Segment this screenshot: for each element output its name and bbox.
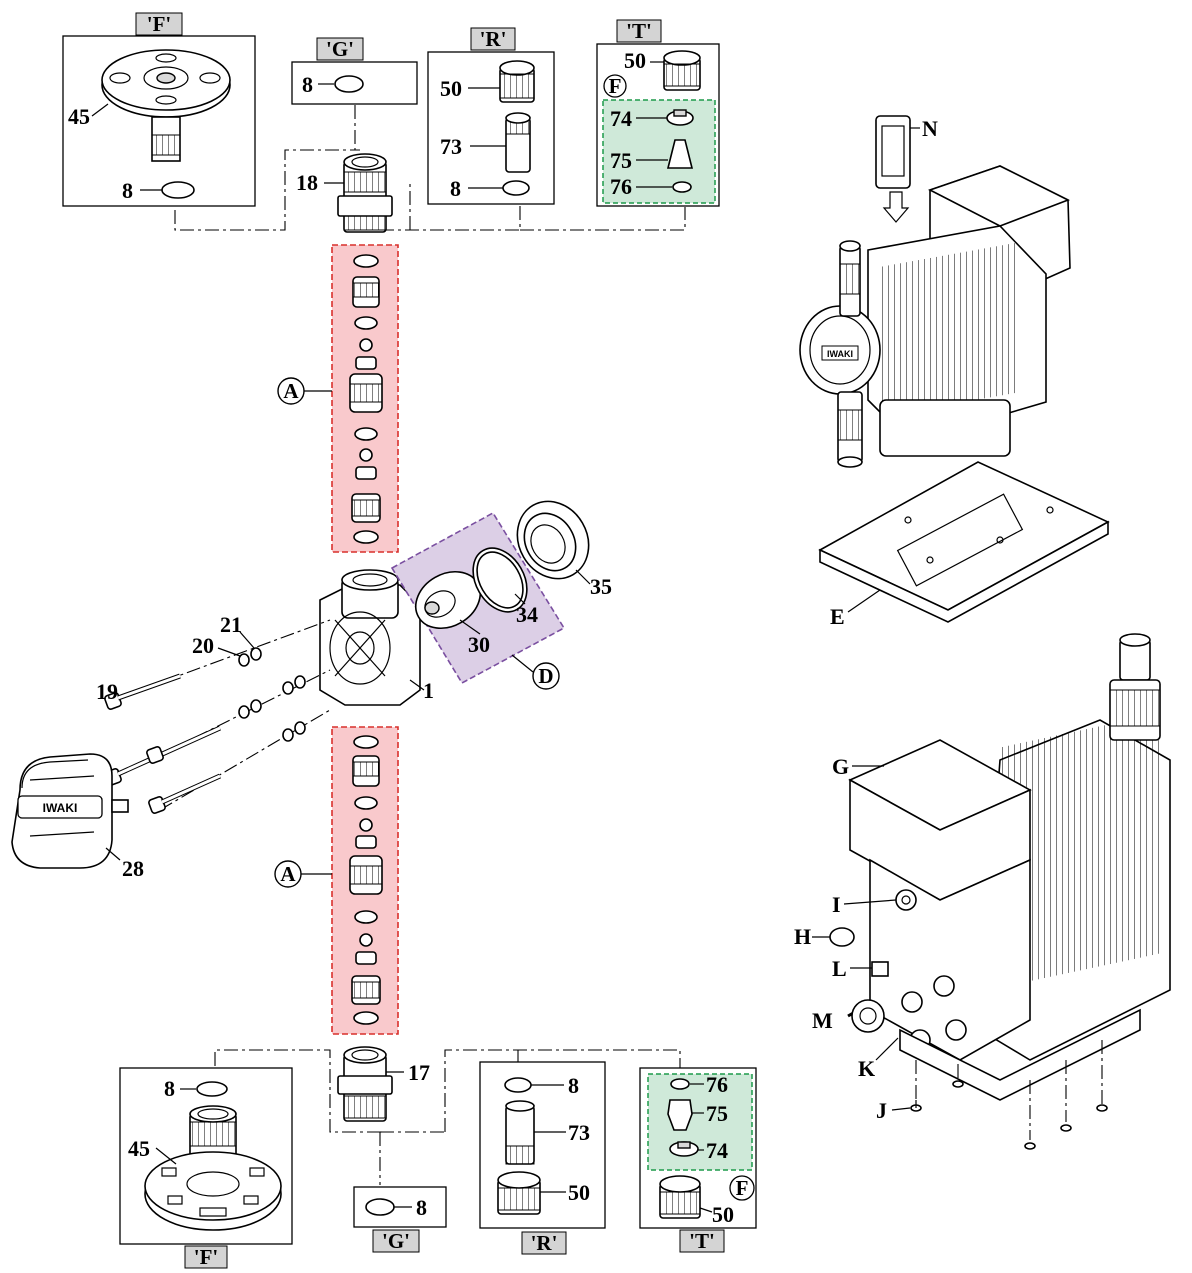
label-74-top: 74 bbox=[610, 106, 632, 131]
label-17: 17 bbox=[408, 1060, 430, 1085]
label-19: 19 bbox=[96, 679, 118, 704]
label-g: G bbox=[832, 754, 849, 779]
label-35: 35 bbox=[590, 574, 612, 599]
label-45-bottom: 45 bbox=[128, 1136, 150, 1161]
base-plate-e: E bbox=[818, 461, 1110, 629]
tube-connection-highlight-top bbox=[602, 99, 716, 204]
label-j: J bbox=[876, 1098, 887, 1123]
label-75-top: 75 bbox=[610, 148, 632, 173]
label-20: 20 bbox=[192, 633, 214, 658]
label-i: I bbox=[832, 892, 841, 917]
label-m: M bbox=[812, 1008, 833, 1033]
label-30: 30 bbox=[468, 632, 490, 657]
top-tube-box: 'T' 50 F 74 75 76 bbox=[596, 19, 720, 207]
label-50-bottom-t: 50 bbox=[712, 1202, 734, 1227]
part-17-connector: 17 bbox=[337, 1046, 430, 1122]
bottom-foot-valve-box: 'F' 8 45 bbox=[119, 1067, 293, 1269]
part-18-connector: 18 bbox=[296, 153, 393, 233]
label-8-bottom-g: 8 bbox=[416, 1195, 427, 1220]
bolts-and-washers: 19 20 21 bbox=[96, 612, 331, 814]
label-73-top: 73 bbox=[440, 134, 462, 159]
label-21: 21 bbox=[220, 612, 242, 637]
tag-g-top: 'G' bbox=[326, 37, 354, 61]
label-45-top: 45 bbox=[68, 104, 90, 129]
label-n: N bbox=[922, 116, 938, 141]
top-foot-valve-box: 'F' 45 8 bbox=[62, 12, 256, 207]
label-l: L bbox=[832, 956, 847, 981]
label-75-bottom: 75 bbox=[706, 1101, 728, 1126]
label-50-bottom-r: 50 bbox=[568, 1180, 590, 1205]
label-h: H bbox=[794, 924, 811, 949]
tag-r-top: 'R' bbox=[480, 27, 507, 51]
tag-f-bottom: 'F' bbox=[194, 1245, 219, 1269]
tag-r-bottom: 'R' bbox=[531, 1231, 558, 1255]
label-74-bottom: 74 bbox=[706, 1138, 728, 1163]
label-76-top: 76 bbox=[610, 174, 632, 199]
bottom-gasket-box: 'G' 8 bbox=[353, 1186, 447, 1253]
diaphragm-parts: 30 34 bbox=[415, 547, 538, 657]
label-18: 18 bbox=[296, 170, 318, 195]
circle-d: D bbox=[538, 664, 553, 688]
label-k: K bbox=[858, 1056, 875, 1081]
label-28: 28 bbox=[122, 856, 144, 881]
upper-pump-brand: IWAKI bbox=[827, 349, 853, 359]
circle-f-bottom: F bbox=[736, 1176, 749, 1200]
tube-connection-highlight-bottom bbox=[647, 1073, 753, 1171]
pump-head-part-1: 1 bbox=[319, 569, 434, 706]
part-35-retaining-ring: 35 bbox=[516, 500, 612, 599]
label-8-top-r: 8 bbox=[450, 176, 461, 201]
label-50-top-t: 50 bbox=[624, 48, 646, 73]
label-73-bottom: 73 bbox=[568, 1120, 590, 1145]
label-e: E bbox=[830, 604, 845, 629]
label-8-top-g: 8 bbox=[302, 72, 313, 97]
tag-g-bottom: 'G' bbox=[382, 1229, 410, 1253]
tag-f-top: 'F' bbox=[147, 12, 172, 36]
upper-valve-parts bbox=[349, 254, 383, 544]
label-8-bottom-f: 8 bbox=[164, 1076, 175, 1101]
cover-brand-logo: IWAKI bbox=[43, 801, 78, 815]
label-76-bottom: 76 bbox=[706, 1072, 728, 1097]
tag-t-bottom: 'T' bbox=[689, 1229, 715, 1253]
pump-assembly-lower: G I H L M K bbox=[794, 633, 1171, 1150]
bottom-reducer-box: 'R' 8 73 50 bbox=[479, 1061, 606, 1255]
top-gasket-box: 'G' 8 bbox=[291, 37, 418, 105]
part-28-cover: IWAKI 28 bbox=[11, 753, 144, 881]
circle-a-upper: A bbox=[283, 379, 299, 403]
lower-valve-parts bbox=[349, 735, 383, 1025]
label-34: 34 bbox=[516, 602, 538, 627]
label-8-bottom-r: 8 bbox=[568, 1073, 579, 1098]
pump-assembly-upper: N IWAKI bbox=[799, 115, 1071, 468]
tag-t-top: 'T' bbox=[626, 19, 652, 43]
top-reducer-box: 'R' 50 73 8 bbox=[427, 27, 555, 205]
bottom-tube-box: 'T' 76 75 74 F 50 bbox=[639, 1067, 757, 1253]
label-1: 1 bbox=[423, 678, 434, 703]
label-50-top-r: 50 bbox=[440, 76, 462, 101]
label-8-top-f: 8 bbox=[122, 178, 133, 203]
circle-a-lower: A bbox=[280, 862, 296, 886]
circle-f-top: F bbox=[609, 74, 622, 98]
